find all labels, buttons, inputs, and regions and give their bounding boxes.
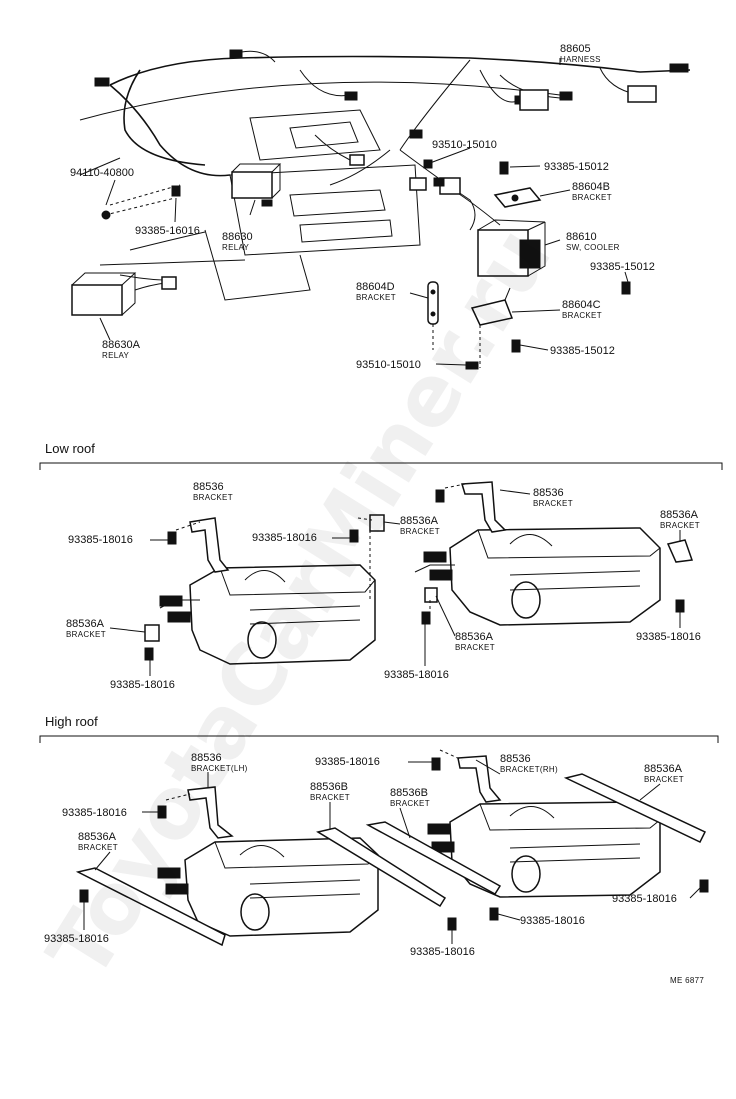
lr-bracket-a-center-name: BRACKET	[455, 643, 495, 652]
lr-bolt-5-number: 93385-18016	[110, 679, 175, 691]
lr-bracket-a-right-shape	[666, 539, 694, 563]
hr-bolt-3-number: 93385-18016	[612, 893, 677, 905]
lr-bracket-a-right-name: BRACKET	[660, 521, 700, 530]
lr-bracket-left-number: 88536	[193, 481, 224, 493]
bracket-88604d-number: 88604D	[356, 281, 395, 293]
hr-bolt-5-number: 93385-18016	[44, 933, 109, 945]
lr-bracket-right-number: 88536	[533, 487, 564, 499]
hr-bracket-rh-name: BRACKET(RH)	[500, 765, 558, 774]
lr-bracket-a-right-number: 88536A	[660, 509, 699, 521]
section-high-roof: High roof	[45, 714, 98, 729]
lr-bracket-a-center-shape	[424, 587, 438, 603]
hr-bolt-2-number: 93385-18016	[62, 807, 127, 819]
hr-leader-lines	[83, 749, 701, 944]
harness-number: 88605	[560, 43, 591, 55]
bracket-88604b-name: BRACKET	[572, 193, 612, 202]
hr-bracket-b2-shape	[365, 821, 502, 895]
bracket-88604b-number: 88604B	[572, 181, 610, 193]
sw-cooler-name: SW, COOLER	[566, 243, 620, 252]
section-low-roof: Low roof	[45, 441, 95, 456]
bolt-16016-number: 93385-16016	[135, 225, 200, 237]
sw-cooler-88610	[433, 177, 546, 277]
lr-bolt-4-number: 93385-18016	[384, 669, 449, 681]
bracket-88604c-number: 88604C	[562, 299, 601, 311]
harness-name: HARNESS	[560, 55, 601, 64]
screw-15010-low-number: 93510-15010	[356, 359, 421, 371]
lr-bracket-88536-left-shape	[189, 517, 230, 573]
lr-bolt-2-number: 93385-18016	[252, 532, 317, 544]
hr-bracket-b1-number: 88536B	[310, 781, 348, 793]
hr-bolt-6-number: 93385-18016	[410, 946, 475, 958]
relay-a-name: RELAY	[102, 351, 130, 360]
lr-bracket-a-left-shape	[144, 624, 160, 642]
hr-bolt-1-number: 93385-18016	[315, 756, 380, 768]
harness-connectors	[94, 49, 689, 195]
low-roof-bracket-line	[39, 462, 723, 470]
lr-bracket-a-mid-name: BRACKET	[400, 527, 440, 536]
relay-a-number: 88630A	[102, 339, 141, 351]
hr-bracket-b2-number: 88536B	[390, 787, 428, 799]
relay-name: RELAY	[222, 243, 250, 252]
lr-bolt-1-number: 93385-18016	[68, 534, 133, 546]
bolt-15012-low-number: 93385-15012	[550, 345, 615, 357]
bolt-15012-top-number: 93385-15012	[544, 161, 609, 173]
lr-cooler-unit-right	[414, 527, 661, 626]
hr-bracket-rh-shape	[457, 755, 502, 803]
sw-cooler-number: 88610	[566, 231, 597, 243]
hr-bracket-a-left-name: BRACKET	[78, 843, 118, 852]
lr-cooler-unit-left	[159, 564, 376, 665]
hr-bracket-a-right-shape	[563, 773, 707, 843]
hr-bracket-a-right-name: BRACKET	[644, 775, 684, 784]
top-leader-lines	[99, 58, 629, 368]
harness-wires	[109, 50, 691, 281]
hr-bracket-b2-name: BRACKET	[390, 799, 430, 808]
hr-bracket-a-left-number: 88536A	[78, 831, 117, 843]
bracket-88604c-shape	[470, 287, 514, 326]
hr-bracket-lh-shape	[187, 786, 234, 839]
lr-bracket-a-center-number: 88536A	[455, 631, 494, 643]
hr-bracket-a-left-shape	[75, 867, 226, 947]
relay-88630a	[71, 272, 177, 316]
screw-15010-top-number: 93510-15010	[432, 139, 497, 151]
drawing-code: ME 6877	[670, 976, 704, 985]
lr-bracket-a-left-name: BRACKET	[66, 630, 106, 639]
lr-bracket-88536-right-shape	[461, 481, 507, 533]
hr-bracket-a-right-number: 88536A	[644, 763, 683, 775]
hr-bolt-4-number: 93385-18016	[520, 915, 585, 927]
bracket-88604d-name: BRACKET	[356, 293, 396, 302]
high-roof-bracket-line	[39, 735, 719, 743]
hr-bracket-rh-number: 88536	[500, 753, 531, 765]
lr-bracket-a-mid-shape	[369, 514, 385, 532]
hr-cooler-unit-left	[157, 837, 379, 937]
hr-bracket-lh-number: 88536	[191, 752, 222, 764]
hr-bracket-b1-shape	[316, 827, 447, 908]
lr-leader-lines	[109, 483, 681, 676]
lr-bracket-right-name: BRACKET	[533, 499, 573, 508]
bracket-88604c-name: BRACKET	[562, 311, 602, 320]
hr-bracket-lh-name: BRACKET(LH)	[191, 764, 248, 773]
hr-bracket-b1-name: BRACKET	[310, 793, 350, 802]
relay-88630	[231, 163, 282, 207]
lr-bracket-a-left-number: 88536A	[66, 618, 105, 630]
lr-bolts	[144, 489, 685, 661]
dashboard-outline	[79, 81, 561, 301]
lr-bracket-left-name: BRACKET	[193, 493, 233, 502]
bracket-88604b-shape	[493, 187, 542, 208]
lr-bracket-a-mid-number: 88536A	[400, 515, 439, 527]
lr-bolt-3-number: 93385-18016	[636, 631, 701, 643]
hr-cooler-unit-right	[427, 801, 661, 898]
top-fasteners	[101, 159, 631, 370]
bracket-88604d-shape	[427, 281, 439, 325]
bolt-15012-mid-number: 93385-15012	[590, 261, 655, 273]
hr-bolts	[79, 757, 709, 931]
relay-number: 88630	[222, 231, 253, 243]
nut-94110-number: 94110-40800	[70, 167, 134, 179]
